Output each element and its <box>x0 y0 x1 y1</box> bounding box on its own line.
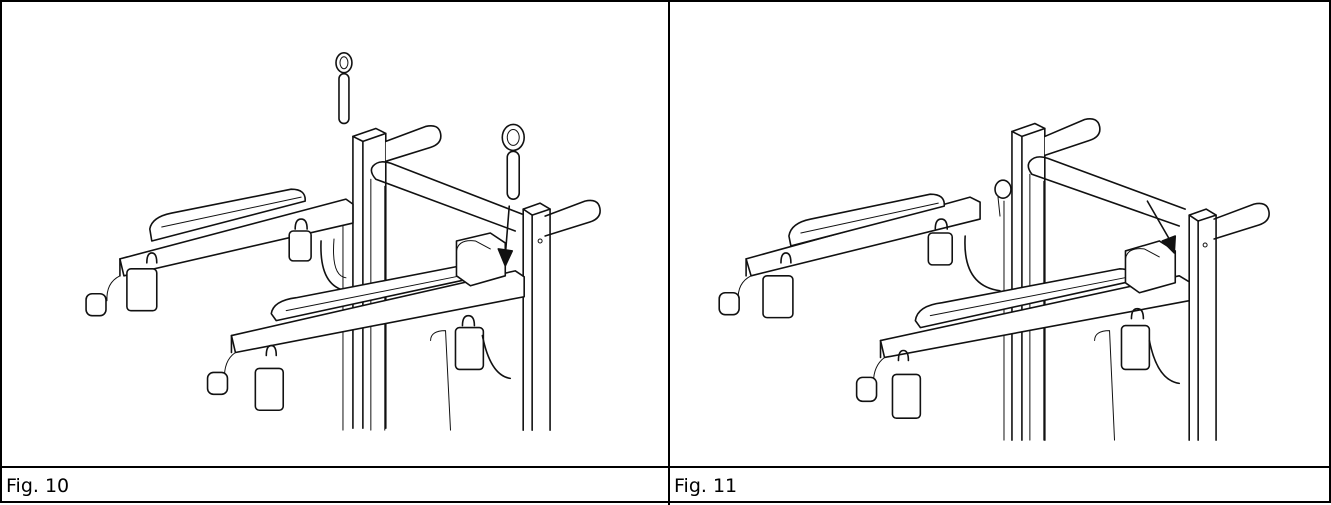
rear-upright <box>1003 122 1046 441</box>
pin-icon <box>335 51 353 125</box>
pin-icon <box>994 179 1012 217</box>
fig-10-illustration <box>2 2 670 468</box>
rear-arm <box>85 188 354 317</box>
arrow-indicator-icon <box>1146 200 1177 254</box>
arrow-indicator-icon <box>497 205 514 267</box>
rear-arm <box>718 193 981 316</box>
padlock-icon <box>126 252 158 312</box>
front-arm <box>855 268 1190 403</box>
fig-11-drawing <box>718 118 1270 441</box>
fig-11-illustration <box>670 2 1331 468</box>
rear-upright <box>342 127 387 431</box>
bracket-block <box>1124 240 1177 294</box>
fig-11-caption: Fig. 11 <box>674 475 738 497</box>
front-upright <box>1188 208 1217 441</box>
handle-grip <box>1044 118 1270 240</box>
handle-grip <box>384 124 601 237</box>
padlock-icon <box>762 252 794 319</box>
padlock-icon <box>254 344 285 412</box>
front-arm <box>206 265 525 396</box>
pin-icon <box>501 123 525 200</box>
padlock-icon <box>927 218 954 266</box>
fig-10-drawing <box>85 51 601 431</box>
hook-rear <box>964 235 1001 292</box>
bracket-block <box>455 232 507 287</box>
padlock-icon <box>1120 307 1151 371</box>
fig-10-caption: Fig. 10 <box>2 468 670 505</box>
padlock-icon <box>454 314 485 371</box>
front-upright <box>522 202 551 431</box>
padlock-icon <box>891 349 922 420</box>
hook-front <box>1148 339 1181 385</box>
padlock-icon <box>288 218 312 262</box>
hook-front <box>481 334 512 380</box>
